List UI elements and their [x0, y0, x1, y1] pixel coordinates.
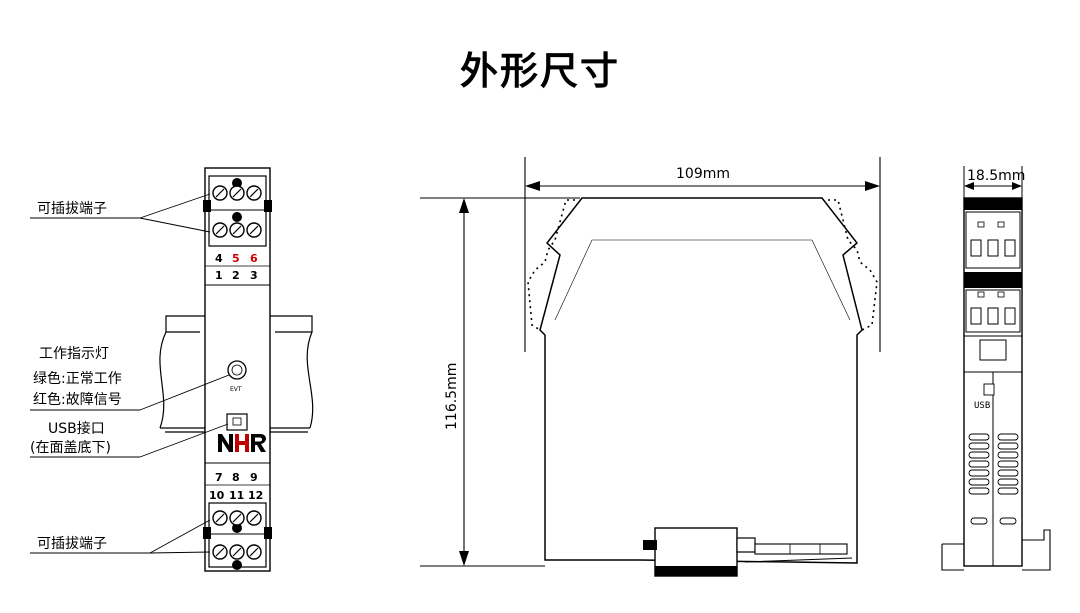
- callout-plug-terminal-top: 可插拔端子: [37, 201, 107, 217]
- side-view: 109mm 116.5mm: [420, 157, 881, 577]
- end-usb-label: USB: [974, 401, 990, 411]
- terminal-block-bottom: [203, 502, 272, 570]
- terminal-5: 5: [232, 252, 240, 265]
- end-view: 18.5mm USB: [941, 166, 1051, 571]
- vent-slots: [968, 433, 1019, 525]
- end-din-rail: [941, 529, 1051, 571]
- callout-plug-terminal-bottom: 可插拔端子: [37, 536, 107, 552]
- terminal-block-top: [203, 175, 272, 247]
- callout-usb-title: USB接口: [48, 420, 105, 437]
- callout-indicator-title: 工作指示灯: [39, 346, 109, 362]
- led-label: EVT: [230, 386, 242, 393]
- terminal-9: 9: [250, 471, 258, 484]
- callout-usb-note: (在面盖底下): [30, 440, 111, 456]
- front-view: 4 5 6 1 2 3 EVT 7 8 9 10 11 12: [30, 167, 314, 572]
- terminal-3: 3: [250, 269, 258, 282]
- terminal-4: 4: [215, 252, 223, 265]
- terminal-7: 7: [215, 471, 223, 484]
- thickness-dimension-label: 18.5mm: [967, 168, 1025, 184]
- terminal-11: 11: [229, 489, 244, 502]
- height-dimension-label: 116.5mm: [444, 363, 460, 430]
- din-clip: [643, 527, 853, 577]
- page-title: 外形尺寸: [459, 49, 620, 93]
- terminal-2: 2: [232, 269, 240, 282]
- terminal-6: 6: [250, 252, 258, 265]
- nhr-logo: [218, 434, 266, 452]
- terminal-1: 1: [215, 269, 223, 282]
- terminal-8: 8: [232, 471, 240, 484]
- callout-indicator-green: 绿色:正常工作: [33, 370, 122, 387]
- pluggable-outline: [527, 199, 878, 331]
- end-usb-port-icon: [983, 383, 995, 396]
- leader-lines: [30, 193, 230, 554]
- terminal-12: 12: [248, 489, 263, 502]
- housing-outline: [539, 197, 863, 564]
- width-dimension-label: 109mm: [676, 166, 730, 182]
- callout-indicator-red: 红色:故障信号: [33, 391, 122, 408]
- terminal-10: 10: [209, 489, 225, 502]
